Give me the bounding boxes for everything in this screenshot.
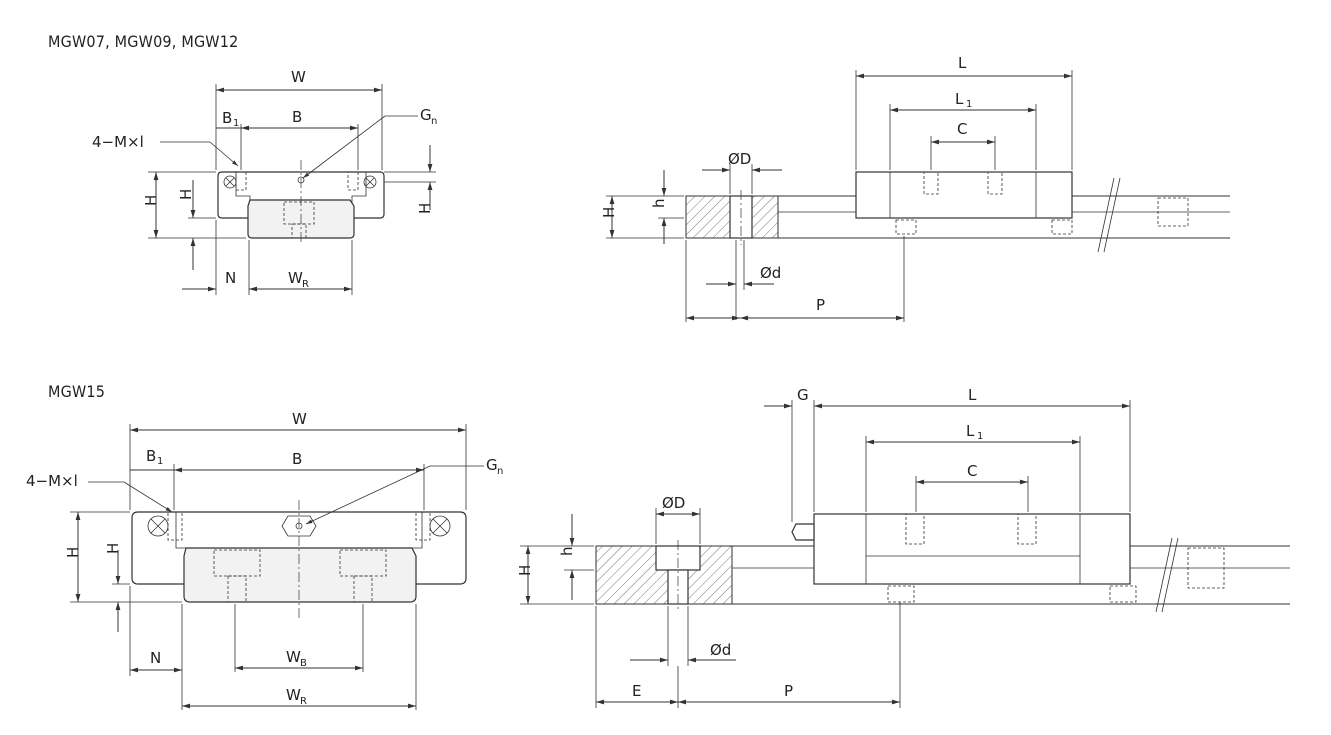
label-B1-sub-bottom: 1 (157, 456, 163, 467)
label-Od-bottom: Ød (710, 641, 731, 659)
label-Gn-bottom: G (486, 456, 498, 474)
label-P-bottom: P (784, 682, 793, 700)
label-Od-top: Ød (760, 264, 781, 282)
top-tap-left (235, 171, 247, 191)
label-L-top: L (958, 54, 967, 72)
label-OD-bottom: ØD (662, 494, 685, 512)
label-HR-top: H (600, 207, 618, 218)
label-B-top: B (292, 108, 302, 126)
top-rail-bolt-shank (291, 223, 307, 239)
top-break-mark (1097, 177, 1121, 253)
label-L1-bottom: L (966, 422, 975, 440)
label-H1-top: H (177, 189, 195, 200)
bottom-grease-fitting (791, 523, 815, 541)
label-WR-top: W (288, 269, 303, 287)
top-screw-right (363, 175, 377, 189)
label-C-top: C (957, 120, 967, 138)
label-WB-bottom: W (286, 648, 301, 666)
label-Mxl-bottom: 4−M×l (26, 472, 78, 490)
label-Gn-sub-bottom: n (497, 466, 503, 477)
label-N-bottom: N (150, 649, 161, 667)
label-OD-top: ØD (728, 150, 751, 168)
label-Gn-top: G (420, 106, 432, 124)
label-B1-top: B (222, 109, 232, 127)
label-W-bottom: W (292, 410, 307, 428)
label-Gn-sub-top: n (431, 116, 437, 127)
label-WB-sub-bottom: B (300, 658, 307, 669)
label-P-top: P (816, 296, 825, 314)
bottom-end-view: W B B 1 G n 4−M×l H H N W B W R (26, 410, 503, 710)
label-E-bottom: E (632, 682, 641, 700)
label-WR-bottom: W (286, 686, 301, 704)
label-HR-bottom: H (516, 565, 534, 576)
top-end-view: W B B 1 G n 4−M×l H H H N W R (92, 68, 437, 295)
label-N-top: N (225, 269, 236, 287)
label-H-top: H (142, 195, 160, 206)
top-block-side (855, 171, 1073, 219)
label-Mxl-top: 4−M×l (92, 133, 144, 151)
label-L1-sub-top: 1 (966, 99, 972, 110)
label-H1-bottom: H (104, 543, 122, 554)
title-bottom-model: MGW15 (48, 382, 106, 401)
label-W-top: W (291, 68, 306, 86)
label-H-bottom: H (64, 547, 82, 558)
bottom-rail (183, 547, 417, 603)
label-h-bottom: h (558, 546, 576, 556)
title-top-models: MGW07, MGW09, MGW12 (48, 32, 239, 51)
bottom-block-side (813, 513, 1131, 585)
top-side-view: L L 1 C ØD Ød H h P (600, 54, 1230, 322)
top-tap-right (347, 171, 359, 191)
label-L-bottom: L (968, 386, 977, 404)
label-L1-top: L (955, 90, 964, 108)
top-block-side-inner (889, 171, 1037, 219)
label-H2-top: H (416, 203, 434, 214)
bottom-grease-nipple (281, 515, 317, 537)
label-L1-sub-bottom: 1 (977, 431, 983, 442)
label-WR-sub-top: R (302, 279, 309, 290)
label-G-bottom: G (797, 386, 809, 404)
label-WR-sub-bottom: R (300, 696, 307, 707)
label-B1-bottom: B (146, 447, 156, 465)
label-B1-sub-top: 1 (233, 118, 239, 129)
label-B-bottom: B (292, 450, 302, 468)
label-h-top: h (650, 198, 668, 208)
bottom-side-view: G L L 1 C ØD Ød H h E P (516, 386, 1290, 708)
label-C-bottom: C (967, 462, 977, 480)
